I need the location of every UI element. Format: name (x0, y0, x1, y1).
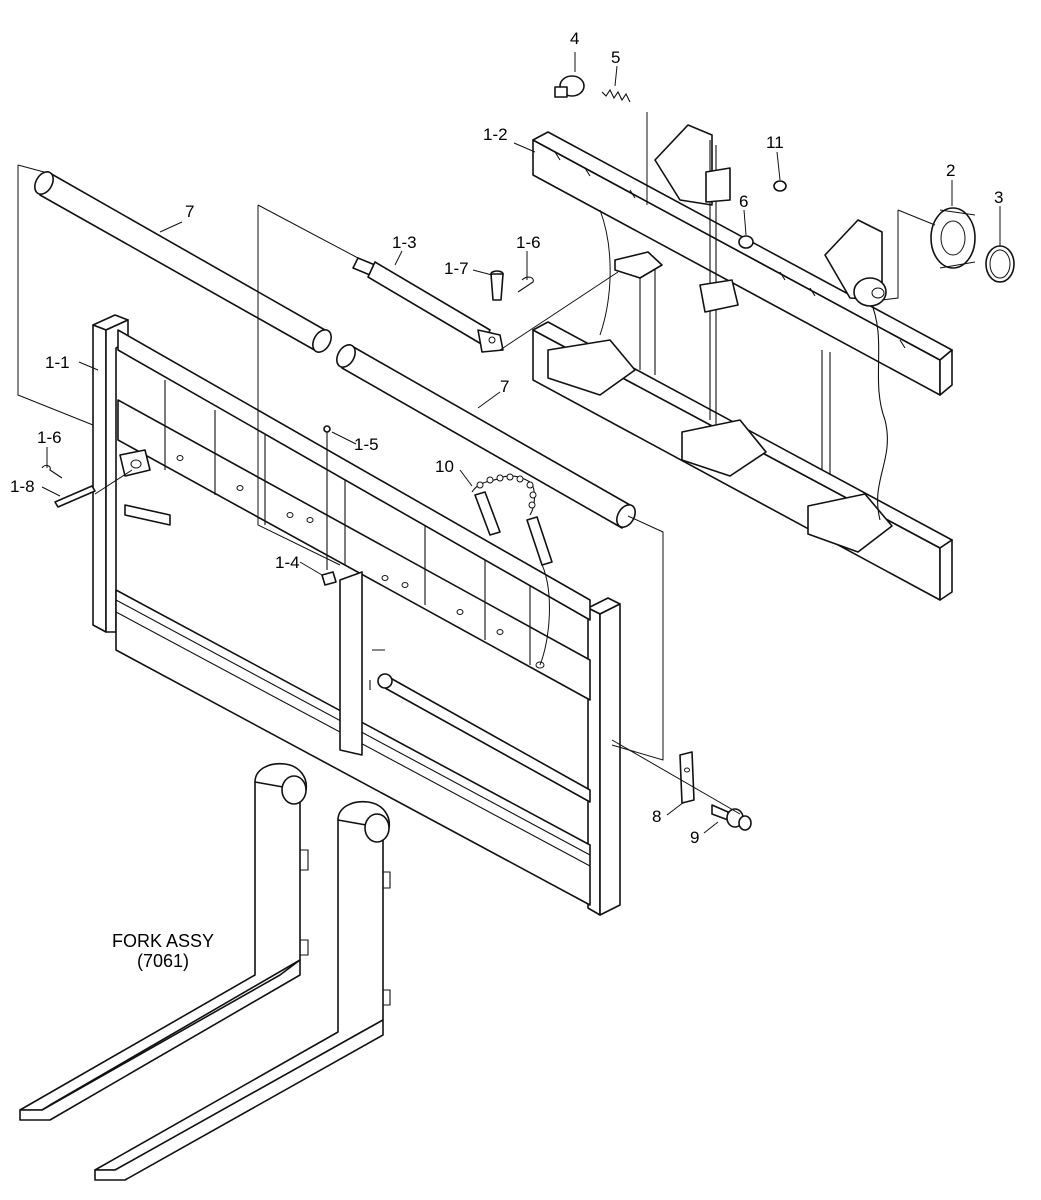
callout-1-8: 1-8 (10, 477, 35, 496)
bushing (738, 235, 754, 249)
fitting (321, 571, 337, 586)
callout-3: 3 (994, 188, 1003, 207)
chain-pins (471, 473, 553, 566)
leader-lines (17, 52, 1001, 834)
cotter-pin-upper (517, 276, 534, 293)
clip (773, 180, 787, 192)
clevis-pin (490, 270, 504, 301)
callout-6: 6 (739, 192, 748, 211)
fork-assembly (19, 762, 391, 1181)
snap-ring (985, 245, 1015, 283)
retainer-plate (679, 751, 695, 804)
roller-shaft (853, 277, 887, 307)
bearing (930, 207, 976, 269)
callout-1-4: 1-4 (275, 553, 300, 572)
callout-7-lower: 7 (500, 377, 509, 396)
shaft-lower (336, 344, 636, 529)
callout-10: 10 (435, 457, 454, 476)
callout-1-3: 1-3 (392, 233, 417, 252)
spring (601, 88, 631, 103)
callout-1-2: 1-2 (483, 125, 508, 144)
callout-8: 8 (652, 807, 661, 826)
callout-9: 9 (690, 828, 699, 847)
hydraulic-cylinder (352, 257, 504, 353)
fork-assy-title: FORK ASSY (112, 931, 214, 951)
callout-1-7: 1-7 (444, 259, 469, 278)
shaft-upper (34, 171, 332, 353)
callout-2: 2 (946, 161, 955, 180)
callout-1-6-lower: 1-6 (37, 428, 62, 447)
fork-assy-label: FORK ASSY (7061) (112, 931, 214, 971)
callout-11: 11 (766, 133, 784, 152)
bolt (711, 804, 752, 831)
callout-1-5: 1-5 (354, 435, 379, 454)
fork-carriage (92, 314, 621, 916)
callout-1-1: 1-1 (45, 353, 70, 372)
callout-labels: 4 5 1-2 11 2 3 6 7 1-3 1-6 1-7 1-1 7 1-6… (10, 29, 1003, 847)
callout-5: 5 (611, 48, 620, 67)
grease-fitting (323, 425, 331, 570)
callout-7-upper: 7 (185, 202, 194, 221)
callout-1-6-upper: 1-6 (516, 233, 541, 252)
fork-assy-part-number: (7061) (137, 951, 189, 971)
cotter-pin-lower (41, 464, 63, 479)
side-pin (54, 485, 96, 508)
callout-4: 4 (570, 29, 579, 48)
roller-pin (554, 75, 585, 98)
